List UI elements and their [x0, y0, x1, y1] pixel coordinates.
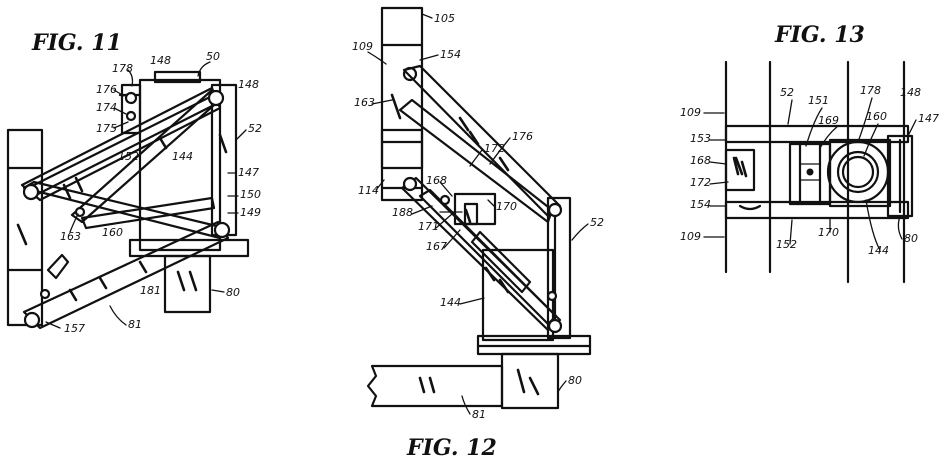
fig12-base: [366, 334, 592, 410]
reference-numeral: 163: [60, 230, 81, 243]
fig13-left-column: [724, 60, 772, 274]
fig11-housing: [118, 70, 222, 252]
reference-numeral: 152: [118, 150, 139, 163]
reference-numeral: 148: [238, 78, 259, 91]
reference-numeral: 178: [112, 62, 133, 75]
reference-numeral: 147: [918, 112, 939, 125]
figure-11-title: FIG. 11: [31, 30, 122, 56]
reference-numeral: 80: [226, 286, 240, 299]
fig11-reference-numerals: 178 176 174 175 148 50 148 52 152 144 14…: [60, 50, 262, 335]
reference-numeral: 169: [818, 114, 839, 127]
fig13-reference-numerals: 109 52 151 178 148 147 153 169 160 168 1…: [680, 84, 939, 257]
fig11-diagonal-strut: [70, 88, 224, 224]
reference-numeral: 144: [868, 244, 889, 257]
reference-numeral: 157: [64, 322, 85, 335]
fig11-base: [46, 238, 250, 314]
reference-numeral: 81: [472, 408, 486, 421]
reference-numeral: 188: [392, 206, 413, 219]
reference-numeral: 152: [776, 238, 797, 251]
fig12-lower-arm: [400, 176, 562, 332]
fig11-lower-brace: [22, 180, 227, 240]
fig12-pivot-pin: [546, 290, 558, 302]
fig11-leader-lines: [45, 61, 247, 329]
reference-numeral: 80: [904, 232, 918, 245]
reference-numeral: 171: [418, 220, 439, 233]
fig12-upper-column: [380, 6, 424, 170]
figure-12-title: FIG. 12: [406, 435, 497, 460]
reference-numeral: 176: [96, 83, 117, 96]
fig11-pivot-pin: [39, 288, 51, 300]
reference-numeral: 50: [206, 50, 220, 63]
reference-numeral: 172: [690, 176, 711, 189]
reference-numeral: 170: [496, 200, 517, 213]
reference-numeral: 148: [900, 86, 921, 99]
reference-numeral: 114: [358, 184, 379, 197]
reference-numeral: 144: [172, 150, 193, 163]
fig13-guide-blocks: [724, 148, 762, 211]
figure-11: FIG. 11: [6, 30, 262, 335]
reference-numeral: 174: [96, 101, 117, 114]
reference-numeral: 163: [354, 96, 375, 109]
reference-numeral: 154: [690, 198, 711, 211]
reference-numeral: 109: [680, 230, 701, 243]
reference-numeral: 168: [690, 154, 711, 167]
fig11-pivot-pin: [23, 311, 41, 329]
reference-numeral: 170: [818, 226, 839, 239]
fig13-bracket: [788, 142, 832, 206]
reference-numeral: 178: [860, 84, 881, 97]
reference-numeral: 109: [680, 106, 701, 119]
reference-numeral: 168: [426, 174, 447, 187]
fig12-leader-lines: [367, 13, 589, 415]
fig12-pivot-pin: [547, 202, 563, 218]
fig11-pivot-pin: [213, 221, 231, 239]
fig12-pivot-pin: [402, 176, 418, 192]
reference-numeral: 105: [434, 12, 455, 25]
figure-12: FIG. 12: [352, 6, 604, 460]
reference-numeral: 148: [150, 54, 171, 67]
reference-numeral: 52: [248, 122, 262, 135]
fig12-pivot-pin: [547, 318, 563, 334]
fig12-pivot-pin: [439, 194, 451, 206]
reference-numeral: 150: [240, 188, 261, 201]
reference-numeral: 160: [866, 110, 887, 123]
fig13-right-column: [846, 60, 906, 284]
fig11-column: [6, 128, 44, 327]
fig11-pivot-pin: [207, 89, 225, 107]
reference-numeral: 149: [240, 206, 261, 219]
reference-numeral: 52: [590, 216, 604, 229]
reference-numeral: 80: [568, 374, 582, 387]
fig12-reference-numerals: 105 109 154 163 176 172 114 168 188 171 …: [352, 12, 604, 421]
reference-numeral: 160: [102, 226, 123, 239]
fig12-actuator: [439, 192, 497, 226]
reference-numeral: 167: [426, 240, 447, 253]
reference-numeral: 176: [512, 130, 533, 143]
reference-numeral: 175: [96, 122, 117, 135]
reference-numeral: 151: [808, 94, 829, 107]
reference-numeral: 181: [140, 284, 161, 297]
fig13-leader-lines: [703, 97, 917, 251]
figure-13: FIG. 13: [680, 22, 939, 284]
fig11-pivot-pin: [22, 183, 40, 201]
reference-numeral: 154: [440, 48, 461, 61]
fig13-wheel: [826, 138, 892, 208]
reference-numeral: 81: [128, 318, 142, 331]
reference-numeral: 109: [352, 40, 373, 53]
reference-numeral: 144: [440, 296, 461, 309]
figure-13-title: FIG. 13: [774, 22, 865, 48]
reference-numeral: 147: [238, 166, 259, 179]
reference-numeral: 52: [780, 86, 794, 99]
reference-numeral: 153: [690, 132, 711, 145]
